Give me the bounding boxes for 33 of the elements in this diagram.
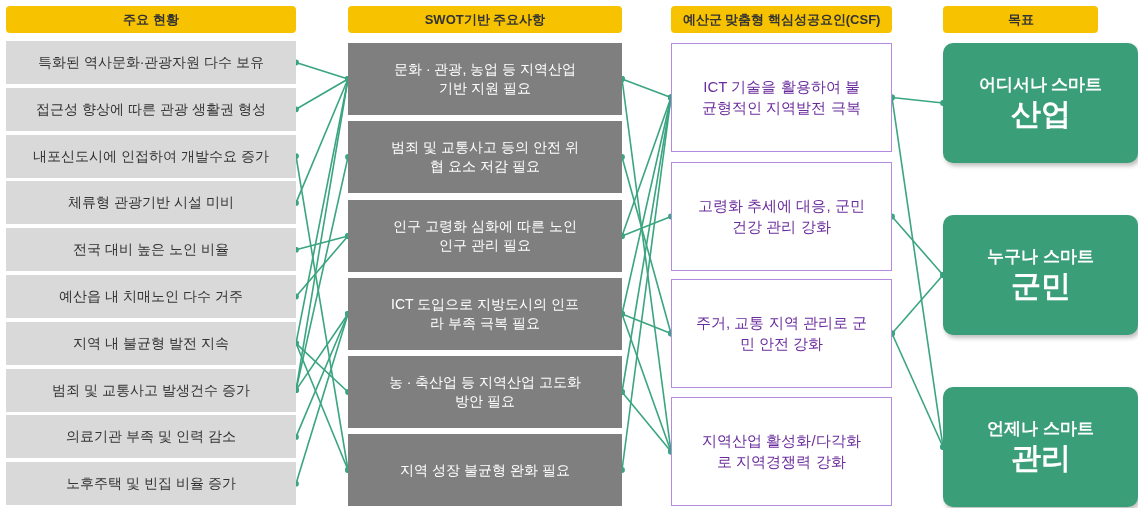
csf-box: 주거, 교통 지역 관리로 군민 안전 강화 — [671, 279, 892, 388]
column-header-bar: 예산군 맞춤형 핵심성공요인(CSF) — [671, 6, 892, 33]
situation-box: 특화된 역사문화·관광자원 다수 보유 — [6, 41, 296, 84]
goal-title: 관리 — [1010, 440, 1071, 477]
goal-card — [943, 387, 1138, 507]
goal-subtitle: 누구나 스마트 — [987, 245, 1094, 268]
swot-box: 농 · 축산업 등 지역산업 고도화 방안 필요 — [348, 356, 622, 428]
situation-box: 지역 내 불균형 발전 지속 — [6, 321, 296, 365]
goal-subtitle: 어디서나 스마트 — [978, 73, 1103, 96]
swot-box: ICT 도입으로 지방도시의 인프라 부족 극복 필요 — [348, 278, 622, 350]
situation-box: 전국 대비 높은 노인 비율 — [6, 228, 296, 272]
goal-card — [943, 43, 1138, 163]
swot-box: 문화 · 관광, 농업 등 지역산업 기반 지원 필요 — [348, 43, 622, 115]
swot-box: 인구 고령화 심화에 따른 노인 인구 관리 필요 — [348, 200, 622, 272]
goal-title: 군민 — [1010, 268, 1071, 305]
situation-box: 범죄 및 교통사고 발생건수 증가 — [6, 368, 296, 412]
goal-subtitle: 언제나 스마트 — [987, 417, 1094, 440]
column-header-bar: 주요 현황 — [6, 6, 296, 33]
situation-box: 접근성 향상에 따른 관광 생활권 형성 — [6, 87, 296, 131]
csf-box: 고령화 추세에 대응, 군민 건강 관리 강화 — [671, 162, 892, 271]
situation-box: 예산읍 내 치매노인 다수 거주 — [6, 275, 296, 318]
swot-box: 범죄 및 교통사고 등의 안전 위협 요소 저감 필요 — [348, 121, 622, 193]
goal-card — [943, 215, 1138, 335]
csf-box: ICT 기술을 활용하여 불균형적인 지역발전 극복 — [671, 43, 892, 152]
goal-title: 산업 — [1010, 96, 1071, 133]
situation-box: 노후주택 및 빈집 비율 증가 — [6, 462, 296, 506]
column-header-bar: SWOT기반 주요사항 — [348, 6, 622, 33]
swot-box: 지역 성장 불균형 완화 필요 — [348, 434, 622, 506]
situation-box: 체류형 관광기반 시설 미비 — [6, 181, 296, 225]
situation-box: 의료기관 부족 및 인력 감소 — [6, 415, 296, 459]
column-header-bar: 목표 — [943, 6, 1098, 33]
situation-box: 내포신도시에 인접하여 개발수요 증가 — [6, 134, 296, 178]
csf-box: 지역산업 활성화/다각화로 지역경쟁력 강화 — [671, 397, 892, 506]
